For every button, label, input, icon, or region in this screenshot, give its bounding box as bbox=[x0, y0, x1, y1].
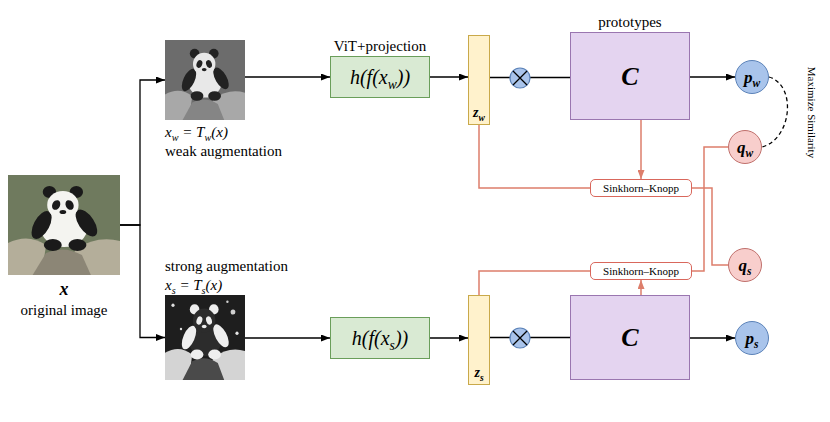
multiply-symbol bbox=[509, 327, 531, 349]
prediction-circle: pw bbox=[735, 60, 769, 94]
sinkhorn-connector bbox=[479, 271, 590, 295]
node-text: x bbox=[8, 278, 120, 301]
multiply-symbol bbox=[509, 67, 531, 89]
embedding-bar-shape: zs bbox=[468, 295, 490, 385]
flow-arrow bbox=[430, 337, 468, 338]
node-text: zs bbox=[474, 364, 483, 382]
node-text: original image bbox=[8, 301, 120, 320]
prototype-matrix: prototypesC bbox=[570, 13, 690, 120]
code-circle-shape: qs bbox=[728, 248, 762, 282]
image-node: strong augmentationxs = Ts(x) bbox=[165, 257, 288, 380]
subscript: w bbox=[172, 132, 179, 143]
node-text: xw = Tw(x) bbox=[165, 123, 282, 142]
node-text: qs bbox=[739, 255, 752, 276]
panda-photo bbox=[8, 175, 120, 275]
prediction-circle-shape: ps bbox=[735, 321, 769, 355]
sinkhorn-box-shape: Sinkhorn–Knopp bbox=[590, 179, 692, 197]
flow-arrow bbox=[690, 76, 735, 77]
node-text: ViT+projection bbox=[330, 37, 430, 56]
prediction-circle-shape: pw bbox=[735, 60, 769, 94]
sinkhorn-box: Sinkhorn–Knopp bbox=[590, 262, 692, 280]
subscript: w bbox=[752, 77, 760, 90]
code-circle: qw bbox=[728, 130, 762, 164]
embedding-bar-shape: zw bbox=[468, 35, 490, 125]
node-text: prototypes bbox=[570, 13, 690, 32]
flow-arrow bbox=[120, 225, 165, 338]
sinkhorn-connector bbox=[692, 147, 728, 271]
node-text: ps bbox=[746, 328, 759, 349]
node-text: h(f(xw)) bbox=[350, 65, 410, 90]
flow-arrow bbox=[245, 76, 330, 77]
sinkhorn-connector bbox=[692, 188, 728, 265]
edge-label: Maximize Similarity bbox=[805, 64, 818, 159]
code-circle: qs bbox=[728, 248, 762, 282]
subscript: w bbox=[479, 113, 485, 123]
embedding-bar: zs bbox=[468, 295, 490, 385]
node-text: C bbox=[621, 60, 638, 93]
image-node-shape bbox=[165, 40, 245, 120]
panda-weak-augmented bbox=[165, 40, 245, 120]
sinkhorn-box: Sinkhorn–Knopp bbox=[590, 179, 692, 197]
subscript: s bbox=[480, 373, 484, 383]
prediction-circle: ps bbox=[735, 321, 769, 355]
flow-arrow bbox=[120, 80, 165, 225]
projection-box-shape: h(f(xw)) bbox=[330, 56, 430, 98]
projection-box-shape: h(f(xs)) bbox=[330, 317, 430, 359]
prototype-matrix-shape: C bbox=[570, 295, 690, 380]
panda-strong-augmented bbox=[165, 295, 245, 380]
code-circle-shape: qw bbox=[728, 130, 762, 164]
node-text: strong augmentation bbox=[165, 257, 288, 276]
subscript: w bbox=[204, 132, 211, 143]
subscript: w bbox=[388, 77, 397, 92]
embedding-bar: zw bbox=[468, 35, 490, 125]
subscript: s bbox=[390, 338, 395, 353]
image-node-shape bbox=[8, 175, 120, 275]
node-text: C bbox=[621, 321, 638, 354]
subscript: s bbox=[747, 265, 752, 278]
image-node: xw = Tw(x)weak augmentation bbox=[165, 40, 282, 161]
subscript: s bbox=[754, 338, 759, 351]
subscript: s bbox=[172, 285, 176, 296]
node-text: pw bbox=[744, 67, 760, 88]
sinkhorn-connector bbox=[640, 120, 642, 179]
flow-arrow bbox=[430, 76, 468, 77]
sinkhorn-box-shape: Sinkhorn–Knopp bbox=[590, 262, 692, 280]
image-node: xoriginal image bbox=[8, 175, 120, 320]
flow-arrow bbox=[690, 337, 735, 338]
node-text: qw bbox=[737, 137, 753, 158]
projection-box: ViT+projection h(f(xw)) bbox=[330, 37, 430, 98]
prototype-matrix-shape: C bbox=[570, 32, 690, 120]
projection-box: h(f(xs)) bbox=[330, 317, 430, 359]
subscript: s bbox=[202, 285, 206, 296]
prototype-matrix: C bbox=[570, 295, 690, 380]
image-node-shape bbox=[165, 295, 245, 380]
node-text: Sinkhorn–Knopp bbox=[603, 264, 679, 278]
sinkhorn-connector bbox=[479, 125, 590, 188]
sinkhorn-connector bbox=[640, 280, 642, 295]
similarity-link bbox=[762, 77, 787, 147]
node-text: xs = Ts(x) bbox=[165, 276, 288, 295]
node-text: zw bbox=[473, 104, 485, 122]
node-text: weak augmentation bbox=[165, 142, 282, 161]
node-text: Sinkhorn–Knopp bbox=[603, 181, 679, 195]
node-text: h(f(xs)) bbox=[352, 326, 408, 351]
subscript: w bbox=[745, 147, 753, 160]
flow-arrow bbox=[245, 337, 330, 338]
